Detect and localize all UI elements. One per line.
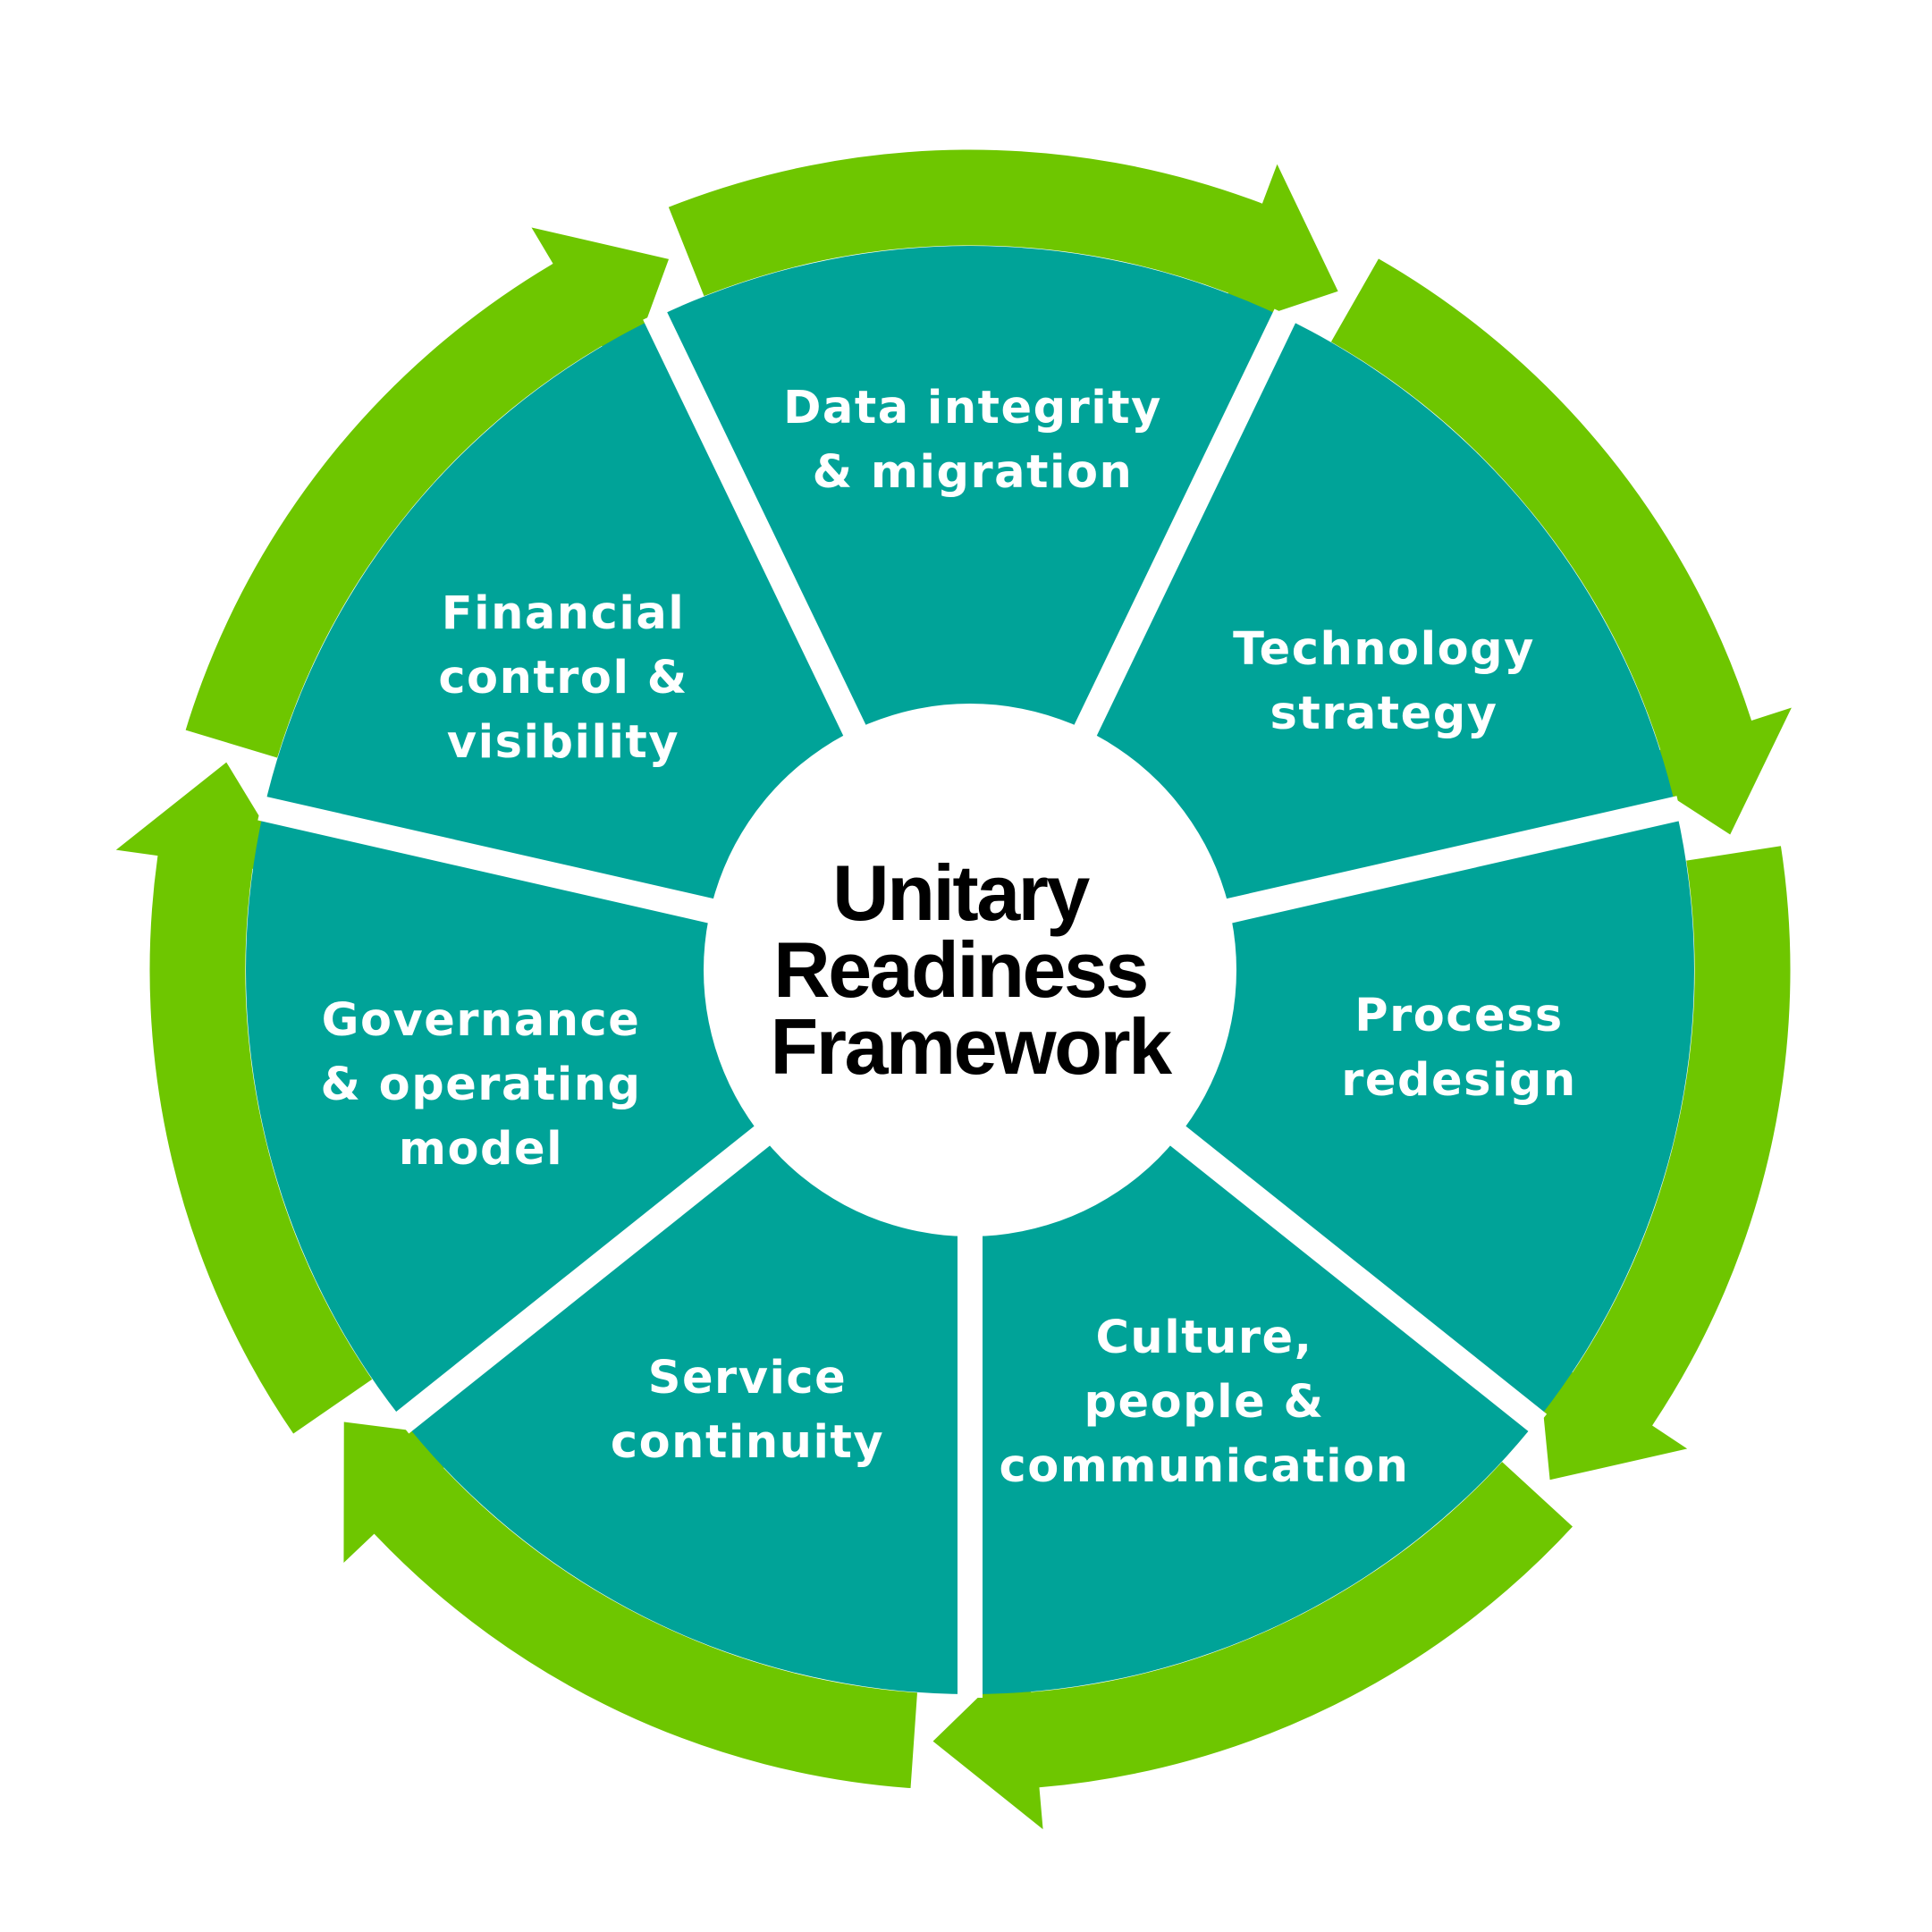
segment-label-line: Financial <box>442 587 685 640</box>
framework-title: Unitary Readiness Framework <box>770 848 1173 1091</box>
segment-label-line: Service <box>648 1352 848 1405</box>
segment-label-line: continuity <box>611 1416 884 1469</box>
segment-label-line: Technology <box>1233 623 1535 676</box>
segment-label-line: Culture, <box>1095 1312 1312 1364</box>
segment-divider <box>1163 1120 1548 1434</box>
segment-label-line: Data integrity <box>783 382 1162 434</box>
segment-divider <box>1070 308 1297 744</box>
title-line-3: Framework <box>770 1002 1173 1091</box>
segment-divider <box>392 1120 777 1434</box>
segment-label-line: Process <box>1354 990 1564 1042</box>
segment-label-culture-people-communication: Culture, people & communication <box>999 1312 1409 1493</box>
segment-label-line: strategy <box>1270 688 1498 740</box>
segment-label-line: & operating <box>320 1059 641 1111</box>
segment-label-governance-operating-model: Governance & operating model <box>320 994 641 1176</box>
segment-label-line: control & <box>438 652 688 704</box>
segment-label-line: model <box>399 1123 563 1176</box>
title-line-2: Readiness <box>773 925 1147 1014</box>
segment-label-line: people & <box>1084 1376 1325 1429</box>
segment-label-line: & migration <box>813 446 1134 499</box>
segment-label-line: Governance <box>322 994 641 1047</box>
segment-label-process-redesign: Process redesign <box>1341 990 1577 1107</box>
segment-label-line: communication <box>999 1440 1409 1493</box>
segment-divider <box>257 796 722 925</box>
title-line-1: Unitary <box>832 848 1090 937</box>
segment-dividers <box>257 308 1683 1698</box>
center-circle <box>704 704 1236 1236</box>
segment-divider <box>1218 796 1683 925</box>
segment-divider <box>643 308 870 744</box>
segment-label-service-continuity: Service continuity <box>611 1352 884 1469</box>
segment-label-technology-strategy: Technology strategy <box>1233 623 1535 740</box>
segment-label-financial-control-visibility: Financial control & visibility <box>438 587 688 769</box>
segment-label-line: visibility <box>447 716 679 769</box>
segment-label-line: redesign <box>1341 1054 1577 1107</box>
segment-label-data-integrity: Data integrity & migration <box>783 382 1162 499</box>
